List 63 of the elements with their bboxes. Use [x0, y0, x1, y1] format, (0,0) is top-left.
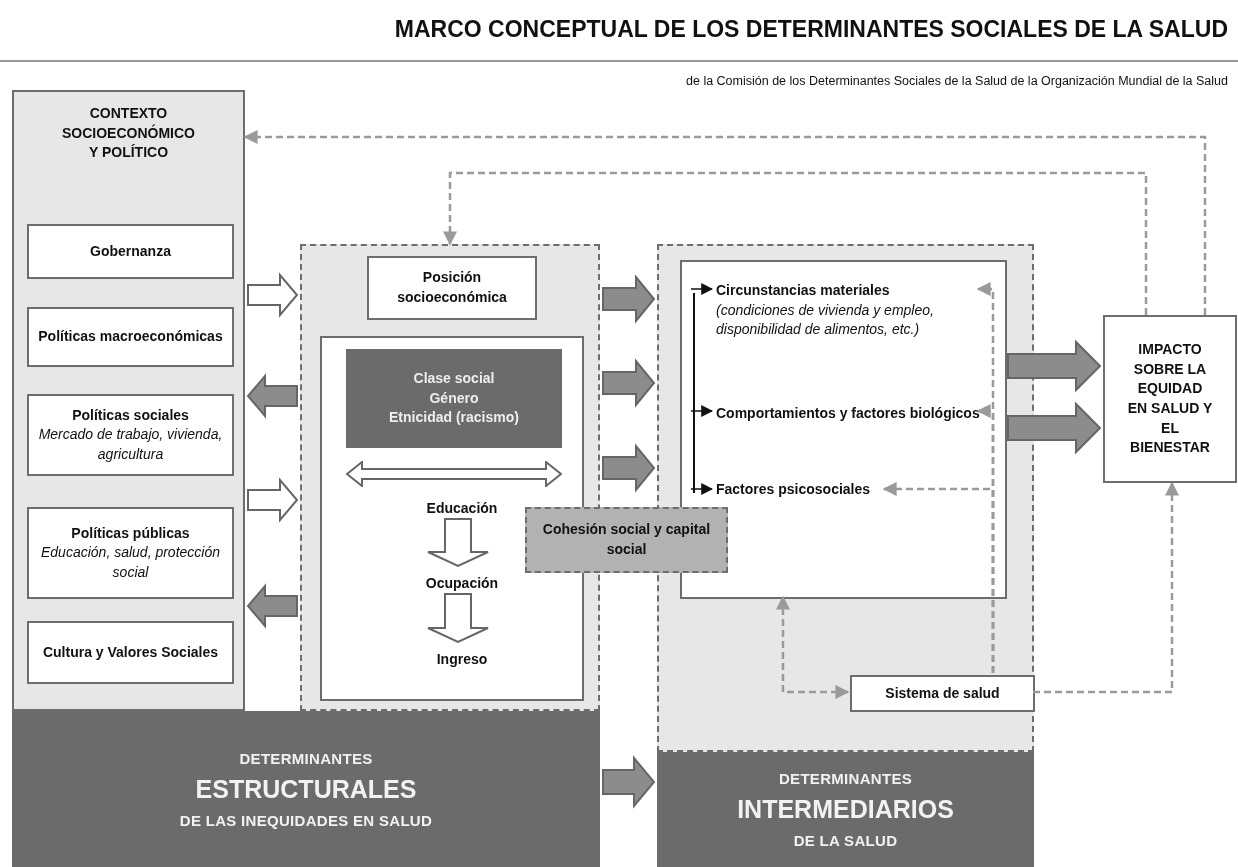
- arrow: [690, 483, 714, 495]
- category-label: Género: [429, 388, 479, 408]
- dashed-arrow: [1033, 481, 1179, 694]
- banner-label: INTERMEDIARIOS: [737, 794, 954, 825]
- context-panel: [12, 90, 245, 711]
- arrow: [690, 283, 714, 295]
- banner-label: DE LAS INEQUIDADES EN SALUD: [179, 810, 433, 831]
- box-label: Cohesión social y capital social: [541, 520, 712, 559]
- factor-label: Circunstancias materiales: [716, 281, 891, 300]
- block-arrow: [246, 373, 298, 419]
- banner-bar: [12, 711, 600, 867]
- arrow: [690, 405, 714, 417]
- banner-bar: [657, 752, 1034, 867]
- block-arrow: [247, 272, 299, 318]
- box-label: Posición socioeconómica: [396, 268, 508, 307]
- policy-box: [27, 621, 234, 684]
- block-arrow: [602, 755, 656, 809]
- box-label: Gobernanza: [90, 241, 171, 261]
- box-label: Educación, salud, protección social: [40, 543, 221, 582]
- policy-box: [27, 507, 234, 599]
- dashed-arrow: [882, 482, 995, 673]
- policy-box: [27, 224, 234, 279]
- position-box: [367, 256, 537, 320]
- block-arrow: [1007, 339, 1102, 393]
- box-label: Cultura y Valores Sociales: [42, 642, 219, 662]
- block-arrow: [246, 583, 298, 629]
- box-label: Sistema de salud: [885, 683, 1000, 703]
- dashed-arrow: [776, 595, 850, 699]
- policy-box: [27, 307, 234, 367]
- factor-label: Comportamientos y factores biológicos: [716, 404, 981, 423]
- impact-box: [1103, 315, 1237, 483]
- title: MARCO CONCEPTUAL DE LOS DETERMINANTES SOCIALES DE LA SALUD: [394, 16, 1228, 43]
- block-arrow: [1007, 401, 1102, 455]
- dashed-arrow: [243, 130, 1207, 315]
- banner-label: DETERMINANTES: [239, 748, 373, 769]
- block-arrow: [247, 477, 299, 523]
- block-arrow: [602, 443, 656, 493]
- banner-label: DE LA SALUD: [793, 831, 898, 851]
- dashed-box: [525, 507, 728, 573]
- block-arrow: [427, 593, 489, 644]
- block-arrow: [602, 274, 656, 324]
- dashed-arrow: [443, 171, 1148, 315]
- box-label: Políticas sociales: [72, 405, 189, 425]
- box-label: IMPACTO SOBRE LA EQUIDAD EN SALUD Y EL BIENESTAR: [1127, 340, 1213, 458]
- system-box: [850, 675, 1035, 712]
- panel-heading: CONTEXTO SOCIOECONÓMICO Y POLÍTICO: [62, 104, 195, 163]
- subtitle: de la Comisión de los Determinantes Sociales de la Salud de la Organización Mundial de la Salud: [686, 74, 1228, 88]
- factor-label: Factores psicosociales: [716, 480, 872, 499]
- factor-label: (condiciones de vivienda y empleo, disponibilidad de alimentos, etc.): [716, 300, 935, 340]
- stage-label: Educación: [426, 499, 498, 519]
- category-box: [346, 349, 562, 448]
- block-arrow: [427, 518, 489, 568]
- policy-box: [27, 394, 234, 476]
- banner-label: DETERMINANTES: [778, 769, 913, 789]
- category-label: Clase social: [413, 369, 495, 389]
- box-label: Mercado de trabajo, vivienda, agricultura: [37, 425, 224, 464]
- category-label: Etnicidad (racismo): [389, 408, 519, 428]
- stage-label: Ingreso: [436, 650, 488, 670]
- stage-label: Ocupación: [425, 574, 499, 594]
- box-label: Políticas públicas: [71, 523, 190, 543]
- banner-label: ESTRUCTURALES: [195, 773, 417, 805]
- block-arrow: [602, 358, 656, 408]
- box-label: Políticas macroeconómicas: [38, 327, 223, 347]
